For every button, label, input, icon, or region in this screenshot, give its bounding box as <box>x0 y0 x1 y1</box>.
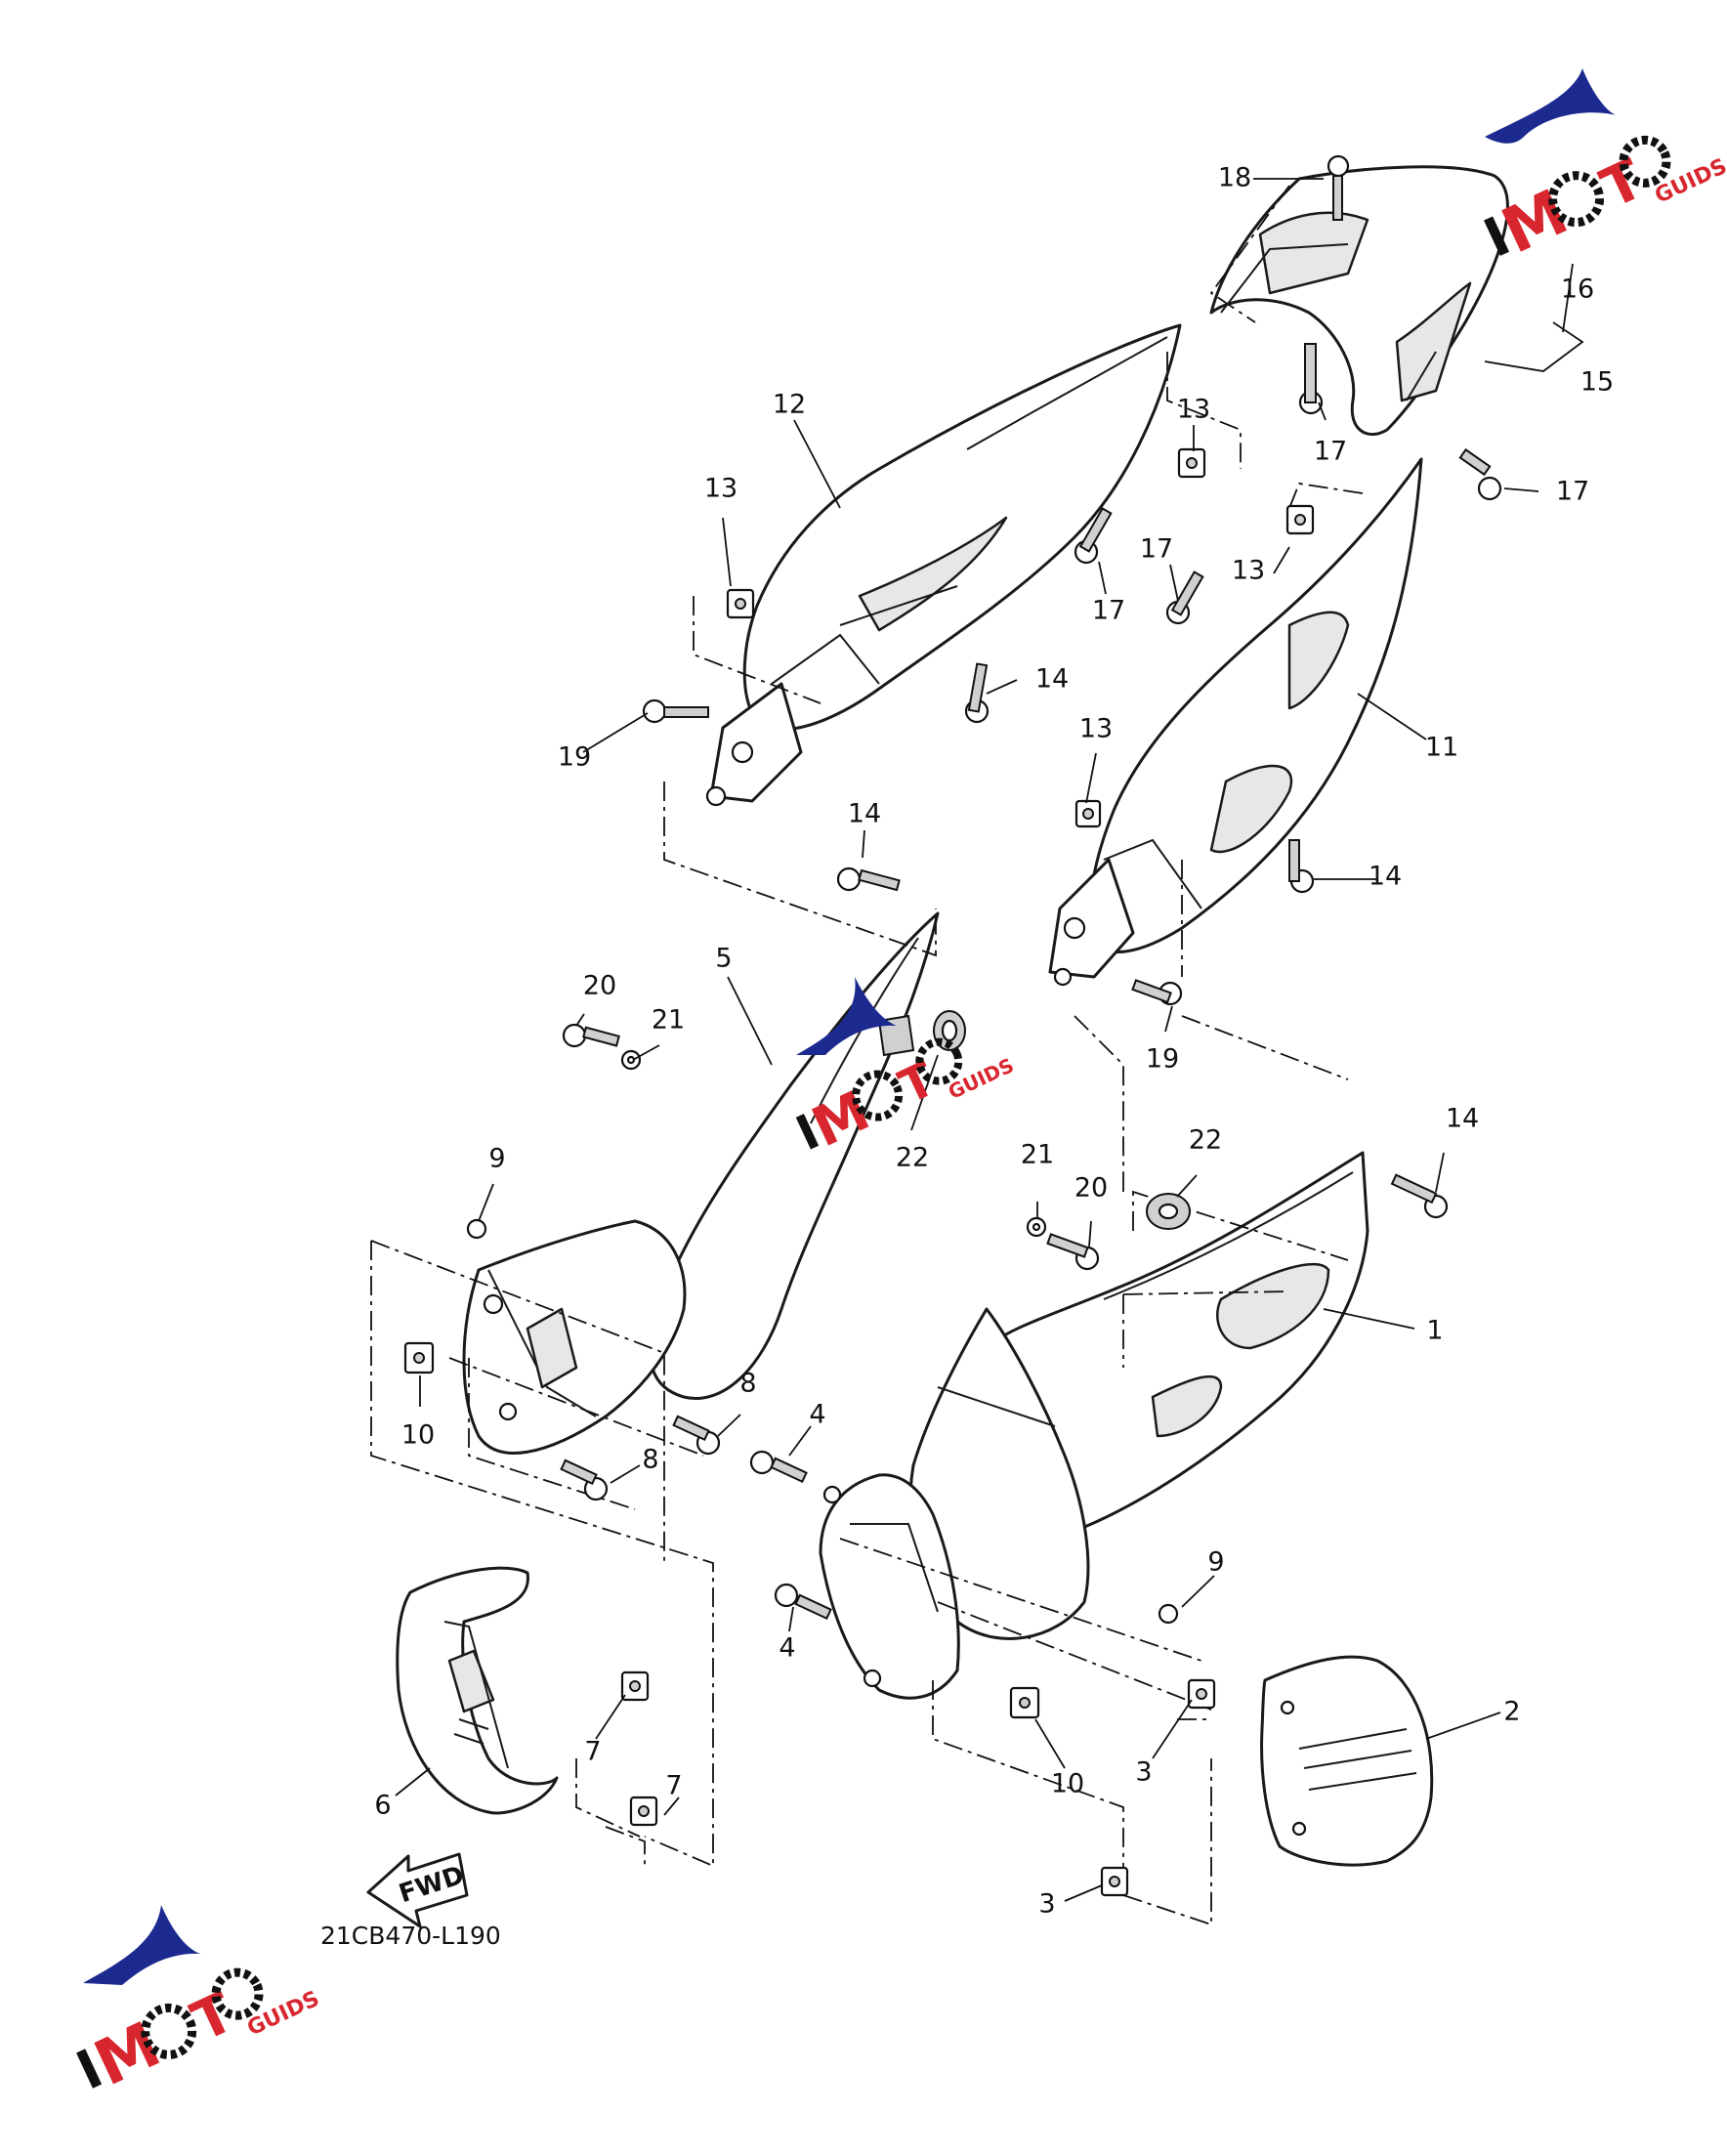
part-6-lower-cover-left <box>396 1566 559 1815</box>
callout-21-a: 21 <box>652 1005 685 1036</box>
callout-7-a: 7 <box>584 1737 601 1767</box>
callout-17-c: 17 <box>1140 534 1173 565</box>
callout-15: 15 <box>1580 367 1614 398</box>
part-15-tail-cover <box>1209 165 1509 437</box>
clip-10-a <box>403 1341 435 1374</box>
callout-20-a: 20 <box>583 971 616 1001</box>
svg-text:GUIDS: GUIDS <box>945 1053 1018 1104</box>
washer-21-b <box>1026 1216 1047 1238</box>
screw-14-a <box>964 662 990 724</box>
callout-8-a: 8 <box>739 1369 756 1399</box>
clip-13-d <box>1074 799 1102 828</box>
part-12-side-cover-upper <box>705 323 1182 807</box>
part-1-side-cover-main <box>819 1151 1369 1700</box>
callout-18: 18 <box>1218 163 1251 193</box>
callout-13-b: 13 <box>1177 395 1210 425</box>
callout-22-b: 22 <box>1189 1125 1222 1156</box>
washer-21-a <box>620 1049 642 1071</box>
callout-12: 12 <box>773 390 806 420</box>
callout-19-a: 19 <box>558 742 591 773</box>
callout-10-b: 10 <box>1051 1769 1084 1799</box>
callout-14-b: 14 <box>1369 862 1402 892</box>
screw-8-a <box>672 1415 721 1456</box>
svg-text:M: M <box>84 2008 171 2100</box>
screw-17-a <box>1298 343 1324 415</box>
clip-13-c <box>1285 504 1315 535</box>
forward-direction-arrow: FWD <box>366 1852 469 1928</box>
screw-18 <box>1327 154 1350 221</box>
leader-lines <box>395 178 1584 1902</box>
callout-17-d: 17 <box>1092 596 1125 626</box>
callout-1: 1 <box>1426 1316 1443 1346</box>
screw-17-d <box>1165 571 1204 625</box>
callout-4-a: 4 <box>809 1400 825 1430</box>
callout-7-b: 7 <box>665 1771 682 1801</box>
screw-19-b <box>1131 979 1183 1006</box>
callout-9-b: 9 <box>1207 1547 1224 1578</box>
callout-22-a: 22 <box>896 1143 929 1173</box>
callout-5: 5 <box>715 944 732 974</box>
screw-14-c <box>836 867 901 892</box>
callout-14-d: 14 <box>1446 1104 1479 1134</box>
callout-20-b: 20 <box>1074 1173 1108 1204</box>
part-5-side-cover-left <box>462 911 940 1455</box>
callout-9-a: 9 <box>488 1144 505 1174</box>
callout-11: 11 <box>1425 733 1458 763</box>
clip-13-a <box>1177 447 1206 479</box>
watermark-logo-bottom-left: M T GUIDS <box>76 1905 323 2100</box>
screw-4-a <box>749 1450 808 1484</box>
clip-13-b <box>726 588 755 619</box>
clip-7-b <box>629 1796 658 1827</box>
clip-3-b <box>1100 1866 1129 1897</box>
screw-17-b <box>1458 447 1502 501</box>
callout-6: 6 <box>374 1791 391 1821</box>
screw-8-b <box>560 1458 609 1501</box>
screw-14-d <box>1390 1173 1449 1219</box>
callout-10-a: 10 <box>401 1420 435 1451</box>
callout-13-a: 13 <box>704 474 737 504</box>
clip-3-a <box>1187 1678 1216 1710</box>
screw-17-c <box>1074 507 1113 565</box>
callout-17-a: 17 <box>1314 437 1347 467</box>
screw-20-b <box>1046 1233 1100 1271</box>
assembly-guide-lines <box>370 185 1364 1926</box>
part-2-lower-cover-right <box>1260 1655 1434 1867</box>
grommet-22-b <box>1146 1193 1191 1230</box>
callout-14-c: 14 <box>848 799 881 829</box>
callout-21-b: 21 <box>1021 1140 1054 1170</box>
diagram-part-code: 21CB470-L190 <box>320 1922 501 1950</box>
watermark-logo-top-right: M T GUIDS <box>1484 68 1727 269</box>
grommet-22-a <box>933 1010 966 1051</box>
callout-8-b: 8 <box>642 1445 658 1475</box>
callout-13-d: 13 <box>1079 714 1113 744</box>
clip-7-a <box>620 1670 650 1702</box>
callout-3-b: 3 <box>1038 1889 1055 1920</box>
callout-2: 2 <box>1503 1697 1520 1727</box>
hardware-items <box>403 154 1502 1897</box>
callout-13-c: 13 <box>1232 556 1265 586</box>
part-11-side-cover-right <box>1048 457 1423 987</box>
callout-17-b: 17 <box>1556 477 1589 507</box>
screw-19-a <box>642 698 709 724</box>
callout-14-a: 14 <box>1035 664 1069 695</box>
callout-3-a: 3 <box>1135 1757 1152 1788</box>
clip-10-b <box>1009 1686 1040 1719</box>
nut-9-b <box>1158 1603 1179 1625</box>
callout-4-b: 4 <box>779 1633 795 1664</box>
screw-4-b <box>774 1583 832 1621</box>
callout-labels: 18 16 15 12 13 13 17 17 17 17 13 14 11 1… <box>374 163 1614 1920</box>
nut-9-a <box>466 1218 487 1240</box>
callout-16: 16 <box>1561 275 1594 305</box>
screw-14-b <box>1288 839 1315 894</box>
callout-19-b: 19 <box>1146 1044 1179 1075</box>
screw-20-a <box>562 1023 620 1048</box>
